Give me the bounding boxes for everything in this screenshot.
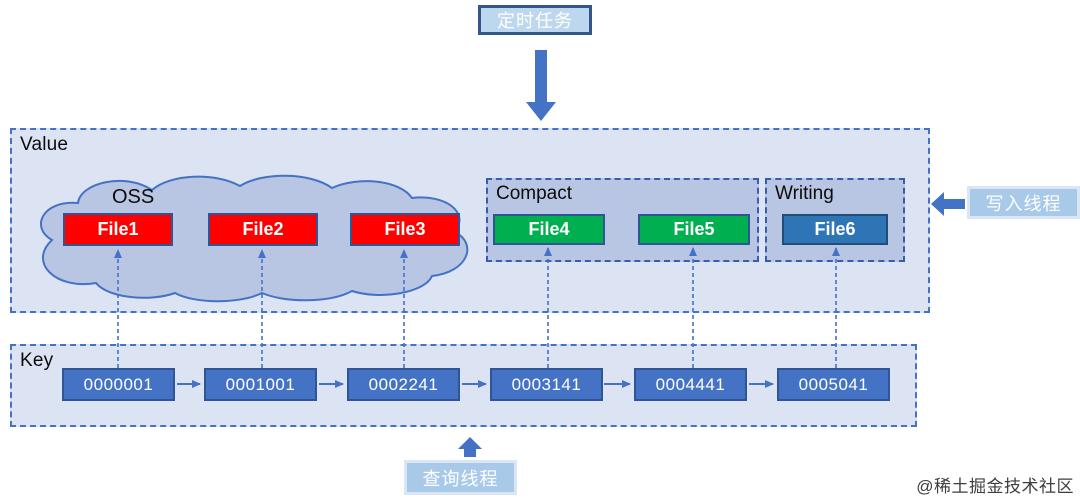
down-arrow-icon <box>526 50 556 121</box>
file-box-file3: File3 <box>350 213 460 246</box>
left-arrow-icon <box>931 192 965 216</box>
scheduled-task-label: 定时任务 <box>478 5 592 35</box>
key-section-title: Key <box>20 350 54 371</box>
value-section-title: Value <box>20 134 69 155</box>
key-box-0: 0000001 <box>62 368 175 401</box>
compact-group-title: Compact <box>496 183 573 204</box>
file-box-file5: File5 <box>638 214 750 245</box>
oss-label: OSS <box>112 186 155 208</box>
file-box-file6: File6 <box>782 214 888 245</box>
key-box-2: 0002241 <box>347 368 460 401</box>
file-box-file4: File4 <box>493 214 605 245</box>
query-thread-label: 查询线程 <box>404 460 517 495</box>
write-thread-label: 写入线程 <box>967 186 1080 219</box>
file-box-file2: File2 <box>208 213 318 246</box>
up-arrow-icon <box>458 437 482 457</box>
key-box-1: 0001001 <box>204 368 317 401</box>
watermark: @稀土掘金技术社区 <box>916 477 1074 496</box>
writing-group-title: Writing <box>775 183 834 204</box>
key-box-4: 0004441 <box>634 368 747 401</box>
file-box-file1: File1 <box>63 213 173 246</box>
key-box-5: 0005041 <box>777 368 890 401</box>
key-box-3: 0003141 <box>490 368 603 401</box>
